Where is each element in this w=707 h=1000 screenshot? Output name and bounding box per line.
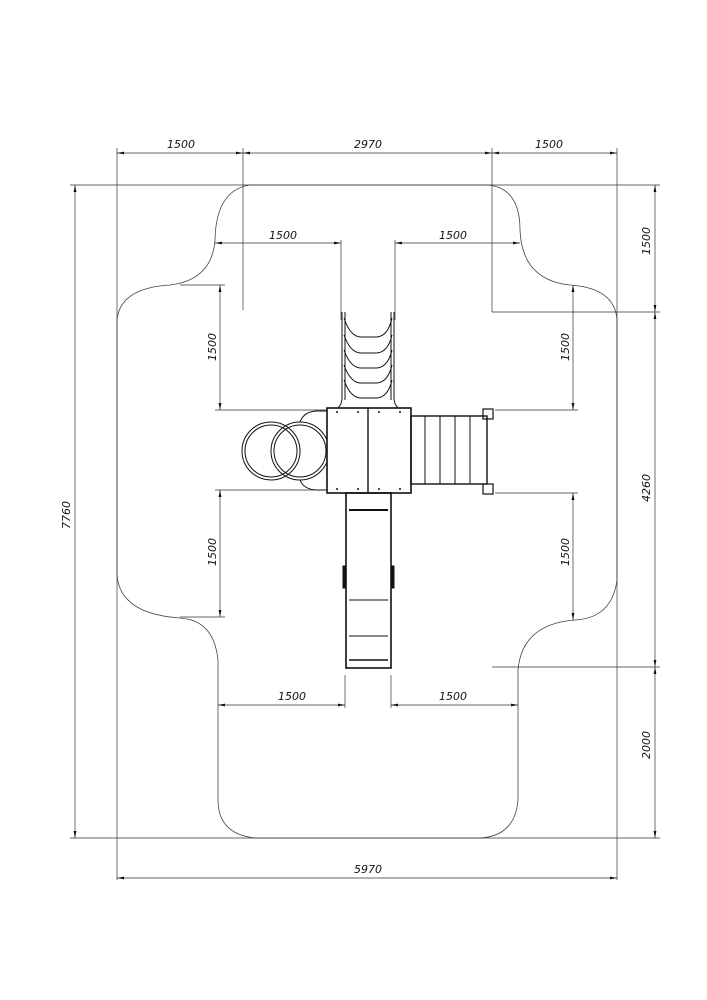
dimension-lines: [73, 151, 657, 880]
arch-ladder: [337, 312, 399, 409]
extension-lines: [70, 148, 660, 880]
dim-bottom-right: 1500: [439, 690, 467, 703]
dim-right-upper: 1500: [559, 333, 572, 361]
play-equipment: [241, 312, 494, 669]
dim-overall-width: 5970: [354, 863, 382, 876]
dim-top-right: 1500: [535, 138, 563, 151]
dim-bottom-left: 1500: [278, 690, 306, 703]
platform: [326, 407, 412, 494]
dim-side-bottom: 2000: [640, 731, 653, 759]
dim-right-lower: 1500: [559, 538, 572, 566]
dim-overall-height: 7760: [60, 501, 73, 529]
safety-zone-outline: [116, 184, 618, 839]
stairs: [410, 408, 494, 495]
dim-side-middle: 4260: [640, 474, 653, 502]
dim-left-upper: 1500: [206, 333, 219, 361]
dim-left-lower: 1500: [206, 538, 219, 566]
spiral-tube: [241, 410, 330, 491]
slide: [342, 492, 395, 669]
dim-inner-top-right: 1500: [439, 229, 467, 242]
dim-top-left: 1500: [167, 138, 195, 151]
dim-inner-top-left: 1500: [269, 229, 297, 242]
dim-side-top: 1500: [640, 227, 653, 255]
dim-top-center: 2970: [354, 138, 382, 151]
